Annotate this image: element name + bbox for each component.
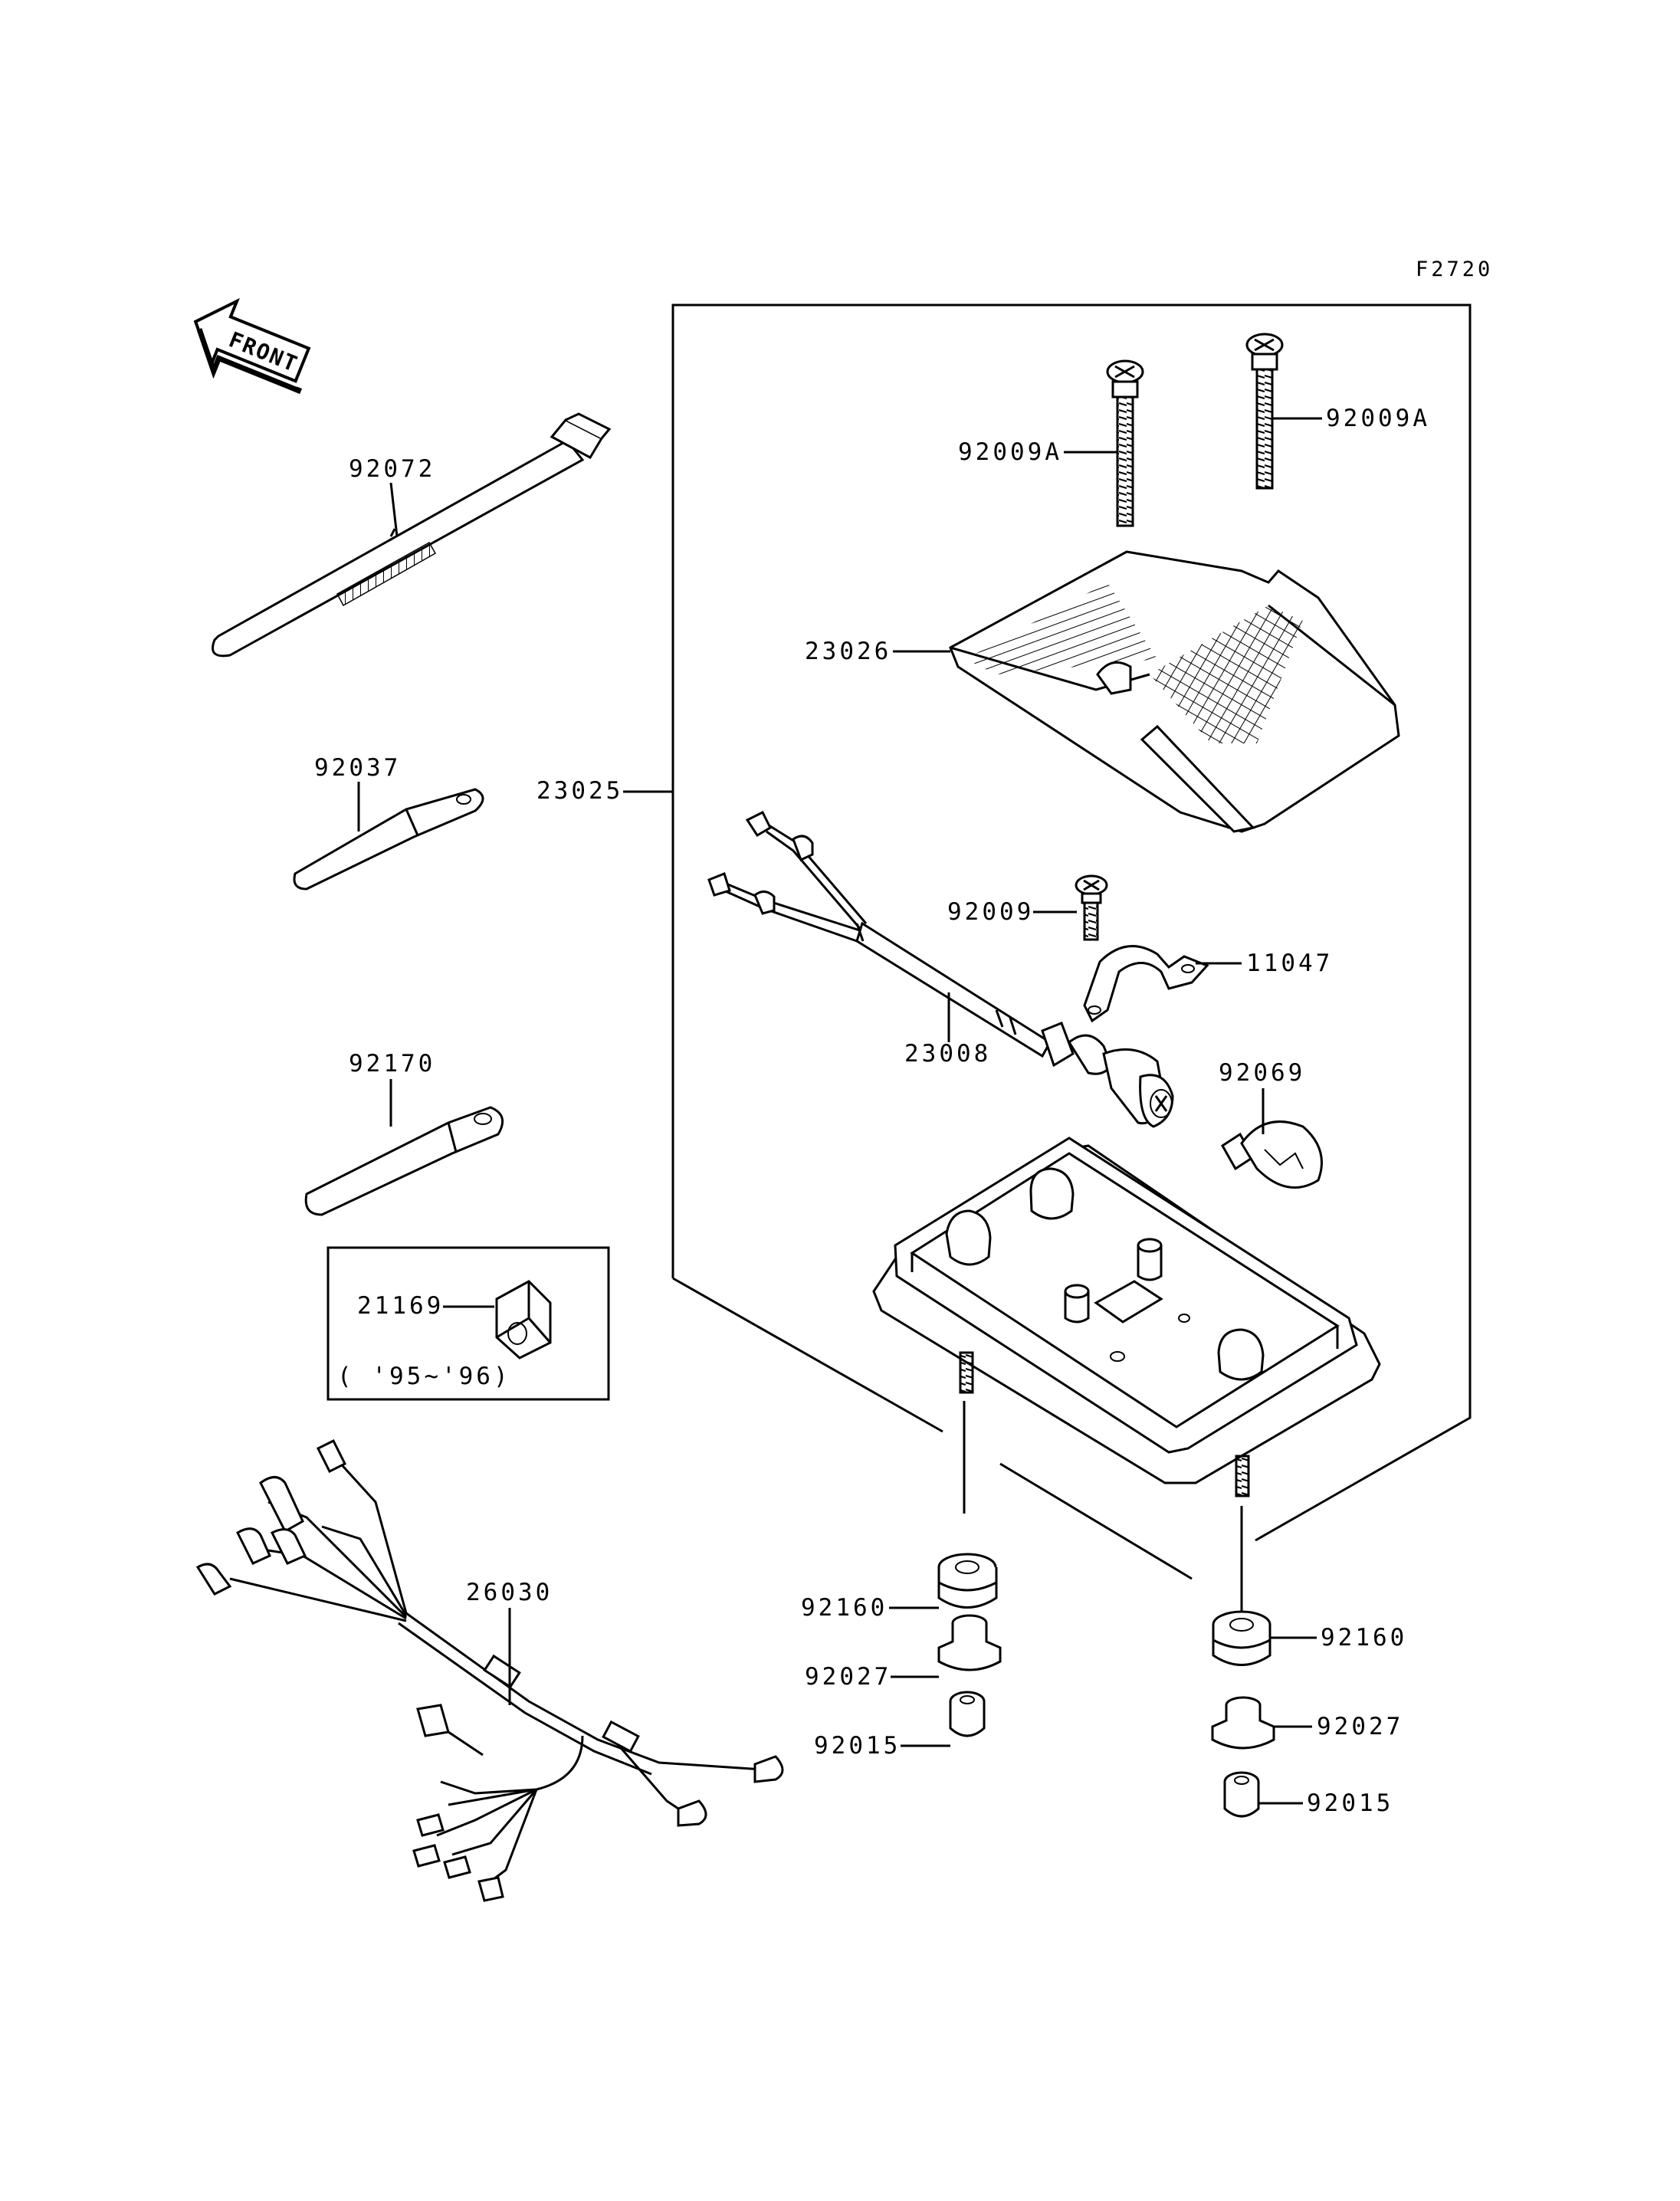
leader-92072 — [389, 482, 399, 537]
strap-92037 — [293, 788, 484, 891]
label-23026: 23026 — [805, 638, 891, 665]
clamp-11047 — [1083, 945, 1209, 1023]
label-92072: 92072 — [349, 455, 435, 483]
screw-92009 — [1075, 874, 1108, 941]
label-92160-left: 92160 — [801, 1594, 888, 1622]
label-92015-left: 92015 — [814, 1732, 901, 1760]
clip-21169-box — [326, 1246, 610, 1401]
lamp-base-housing — [872, 1137, 1381, 1621]
label-23008: 23008 — [904, 1040, 991, 1068]
socket-wiring-23008 — [707, 810, 1174, 1128]
screw-92009A-left — [1106, 359, 1144, 527]
harness-26030 — [195, 1438, 784, 1902]
note-years: ( '95~'96) — [337, 1363, 511, 1390]
bulb-92069 — [1221, 1120, 1323, 1189]
label-92170: 92170 — [349, 1050, 435, 1078]
cable-tie-92072 — [212, 412, 612, 658]
label-92160-right: 92160 — [1321, 1624, 1407, 1652]
figure-code: F2720 — [1416, 257, 1493, 281]
nut-92015-left — [949, 1691, 986, 1737]
label-11047: 11047 — [1246, 950, 1333, 977]
label-92009A-left: 92009A — [958, 438, 1062, 466]
label-26030: 26030 — [466, 1579, 553, 1606]
label-21169: 21169 — [357, 1292, 444, 1320]
collar-92027-right — [1211, 1696, 1275, 1750]
nut-92015-right — [1223, 1771, 1260, 1818]
assembly-outline-23025 — [671, 303, 1472, 1580]
grommet-92160-right — [1212, 1610, 1271, 1666]
front-arrow-icon: FRONT — [193, 297, 311, 395]
lens-cover-23026 — [949, 550, 1400, 833]
label-92027-right: 92027 — [1317, 1713, 1403, 1740]
strap-92170 — [304, 1106, 504, 1216]
label-23025: 23025 — [536, 777, 623, 805]
label-92037: 92037 — [314, 754, 401, 782]
label-92009A-right: 92009A — [1326, 405, 1430, 432]
grommet-92160-left — [937, 1553, 998, 1609]
screw-92009A-right — [1245, 333, 1284, 490]
label-92069: 92069 — [1219, 1059, 1305, 1087]
collar-92027-left — [937, 1614, 1002, 1671]
label-92015-right: 92015 — [1307, 1789, 1393, 1817]
label-92027-left: 92027 — [805, 1663, 891, 1691]
label-92009: 92009 — [947, 898, 1034, 926]
